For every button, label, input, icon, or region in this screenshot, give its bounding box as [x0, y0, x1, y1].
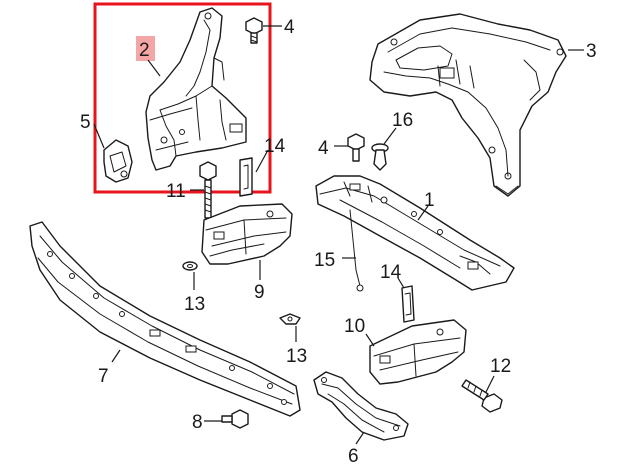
leader-1: [417, 205, 429, 221]
leader-6: [355, 431, 365, 445]
part-7-bumper-reinforcement[interactable]: [29, 221, 301, 417]
callout-7[interactable]: 7: [98, 366, 109, 387]
callout-8[interactable]: 8: [192, 412, 203, 433]
callout-14a[interactable]: 14: [264, 136, 286, 157]
leader-12: [485, 375, 495, 393]
leader-2: [147, 59, 161, 77]
part-9-bracket[interactable]: [201, 203, 293, 265]
part-16-clip[interactable]: [371, 143, 389, 171]
callout-10[interactable]: 10: [344, 316, 365, 337]
part-14-clip-a[interactable]: [239, 157, 253, 197]
callout-3[interactable]: 3: [586, 41, 597, 62]
callout-labels: 2 4 3 5 16 4 14 11 1 15 14 13 9 13 10 12…: [80, 17, 597, 467]
part-4-bolt-mid[interactable]: [347, 133, 365, 162]
part-12-bolt[interactable]: [461, 379, 503, 413]
part-3-upper-support[interactable]: [369, 13, 567, 197]
callout-14b[interactable]: 14: [380, 262, 402, 283]
part-11-bolt[interactable]: [199, 161, 217, 219]
part-14-clip-b[interactable]: [401, 285, 415, 323]
callout-2-highlight: [136, 36, 155, 61]
callout-6[interactable]: 6: [348, 446, 359, 467]
callout-1[interactable]: 1: [424, 190, 435, 211]
callout-11[interactable]: 11: [166, 181, 186, 202]
leader-14a: [255, 149, 269, 173]
callout-13a[interactable]: 13: [184, 294, 205, 315]
part-13-nut-a[interactable]: [182, 261, 198, 271]
leader-14b: [397, 277, 405, 289]
callout-12[interactable]: 12: [490, 356, 511, 377]
callout-13b[interactable]: 13: [286, 346, 307, 367]
part-10-bracket[interactable]: [369, 319, 467, 385]
part-13-nut-b[interactable]: [279, 313, 301, 325]
callout-9[interactable]: 9: [254, 282, 265, 303]
callout-4a[interactable]: 4: [284, 17, 295, 38]
highlight-frame: [93, 2, 272, 194]
callout-15[interactable]: 15: [314, 250, 335, 271]
callout-4b[interactable]: 4: [318, 138, 329, 159]
leader-16: [383, 127, 397, 145]
part-6-lower-bracket[interactable]: [313, 371, 409, 441]
callout-5[interactable]: 5: [80, 112, 91, 133]
part-1-crossmember[interactable]: [315, 175, 515, 291]
leader-10: [365, 333, 375, 347]
part-4-bolt-top[interactable]: [245, 17, 263, 44]
callout-2[interactable]: 2: [139, 40, 150, 61]
part-2-bracket[interactable]: [145, 7, 247, 171]
callout-16[interactable]: 16: [392, 110, 413, 131]
part-15-rod[interactable]: [349, 209, 364, 292]
part-8-bolt[interactable]: [221, 409, 249, 429]
leader-5: [93, 123, 105, 149]
part-5-bracket[interactable]: [103, 139, 133, 183]
leader-7: [111, 349, 121, 363]
